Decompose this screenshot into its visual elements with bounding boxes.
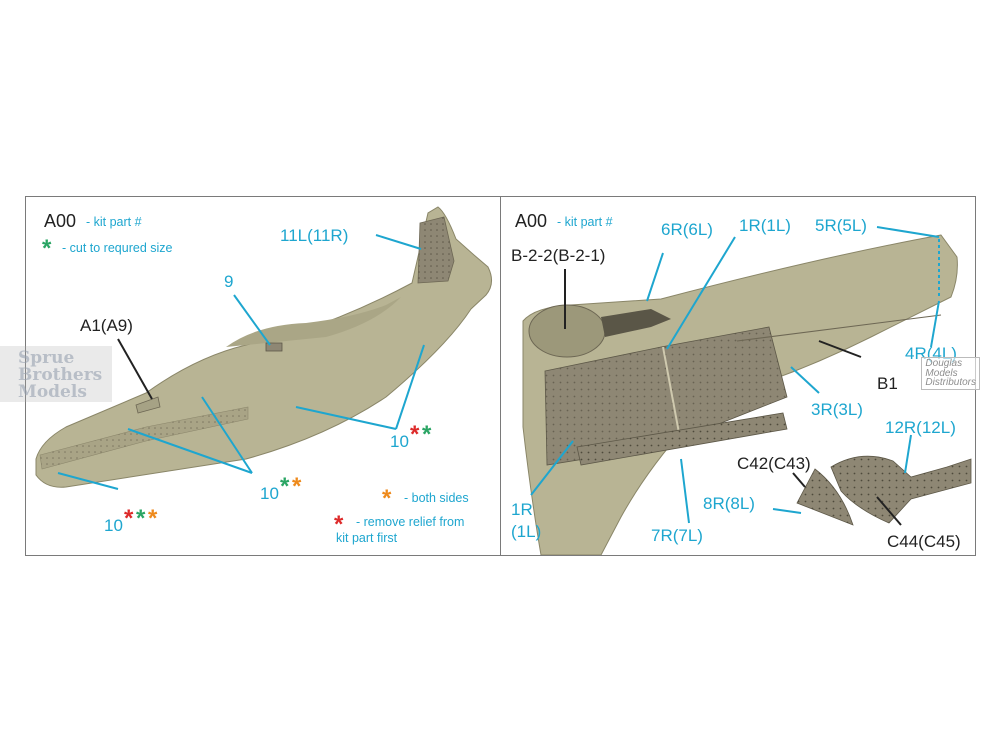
star-green-10-left: * <box>136 505 146 532</box>
wing-illustration <box>522 226 972 555</box>
leader-8 <box>772 508 802 514</box>
legend-star-orange: * <box>382 485 392 512</box>
legend-both-desc: - both sides <box>404 491 469 505</box>
star-green-10-middle: * <box>280 473 290 500</box>
legend-code-desc: - kit part # <box>86 215 142 229</box>
fuselage-side-panel: A00 - kit part # * - cut to requred size… <box>25 196 501 556</box>
leader-10c <box>57 472 119 490</box>
leader-7 <box>680 458 690 524</box>
douglas-models-watermark: Douglas Models Distributors <box>921 357 980 390</box>
legend-cut-desc: - cut to requred size <box>62 241 173 255</box>
leader-c42 <box>792 472 806 488</box>
label-6R-6L: 6R(6L) <box>661 220 713 239</box>
canopy-fairing <box>226 297 401 347</box>
label-1L-bottom: (1L) <box>511 522 542 541</box>
star-orange-10-left: * <box>148 505 158 532</box>
leader-9 <box>233 294 271 346</box>
star-green-10-right: * <box>422 421 432 448</box>
leader-b1 <box>818 340 862 358</box>
wheel-well <box>528 304 606 358</box>
leader-4 <box>930 300 940 348</box>
label-11L-11R: 11L(11R) <box>280 226 349 245</box>
wing-panel: A00 - kit part # B-2-2(B-2-1) 6R(6L) 1R(… <box>500 196 976 556</box>
label-7R-7L: 7R(7L) <box>651 526 703 545</box>
legend-star-red: * <box>334 511 344 538</box>
legend-code-right: A00 <box>515 211 548 231</box>
legend-remove-desc-1: - remove relief from <box>356 515 465 529</box>
label-8R-8L: 8R(8L) <box>703 494 755 513</box>
legend-code-desc-right: - kit part # <box>557 215 613 229</box>
label-5R-5L: 5R(5L) <box>815 216 867 235</box>
label-12R-12L: 12R(12L) <box>885 418 956 437</box>
fuselage-illustration <box>35 206 492 490</box>
label-10-middle: 10 <box>260 484 279 503</box>
leader-5 <box>876 226 940 238</box>
label-A1-A9: A1(A9) <box>80 316 133 335</box>
part-a1 <box>135 396 161 414</box>
star-red-10-right: * <box>410 421 420 448</box>
label-9: 9 <box>224 272 234 291</box>
leader-10a-1 <box>295 406 397 430</box>
leader-11 <box>375 234 422 250</box>
label-3R-3L: 3R(3L) <box>811 400 863 419</box>
label-B1: B1 <box>877 374 898 393</box>
leader-10b-1 <box>127 428 253 474</box>
flap-line <box>736 314 942 342</box>
legend-code: A00 <box>44 211 77 231</box>
label-1R-1L-top: 1R(1L) <box>739 216 791 235</box>
part-10-panel-dots <box>40 407 248 469</box>
label-C42-C43: C42(C43) <box>737 454 811 473</box>
leader-1-bottom <box>530 440 574 496</box>
label-B22-B21: B-2-2(B-2-1) <box>511 246 606 265</box>
leader-c44 <box>876 496 902 526</box>
label-1R-bottom: 1R <box>511 500 533 519</box>
part-9-plate <box>265 342 283 352</box>
legend-star-green: * <box>42 235 52 262</box>
leader-10b-2 <box>201 396 253 474</box>
leader-10a-2 <box>395 344 425 430</box>
star-orange-10-middle: * <box>292 473 302 500</box>
legend-remove-desc-2: kit part first <box>336 531 398 545</box>
leader-1-top <box>666 236 736 350</box>
wheel-well-recess <box>601 309 671 337</box>
leader-6 <box>646 252 664 302</box>
fuselage-body <box>35 206 492 488</box>
leader-a1 <box>117 338 153 400</box>
label-10-left: 10 <box>104 516 123 535</box>
sprue-brothers-watermark: Sprue Brothers Models <box>0 346 112 402</box>
label-10-right: 10 <box>390 432 409 451</box>
leader-12 <box>904 434 912 474</box>
star-red-10-left: * <box>124 505 134 532</box>
leader-3 <box>790 366 820 394</box>
label-C44-C45: C44(C45) <box>887 532 961 551</box>
